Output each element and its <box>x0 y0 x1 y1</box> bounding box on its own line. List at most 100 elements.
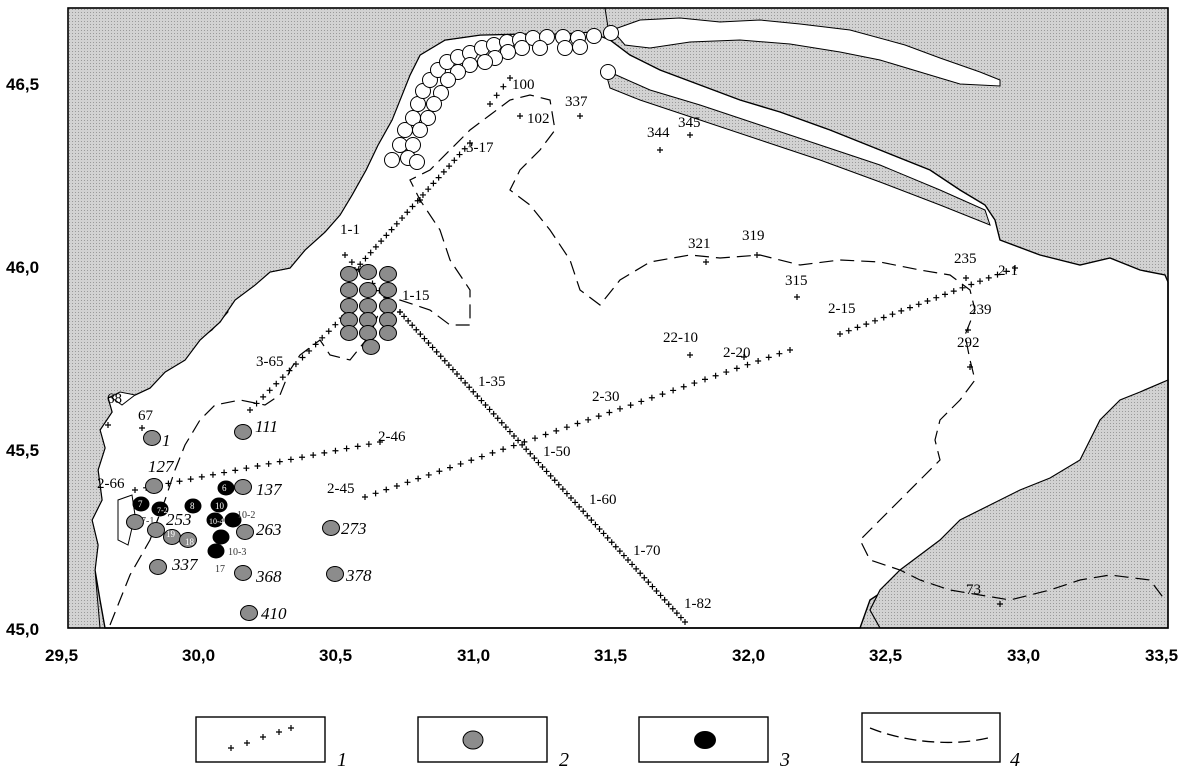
cross-transect-1 <box>612 543 619 550</box>
cross-transect-1 <box>494 415 501 422</box>
cross-transect-2-45 <box>574 420 581 427</box>
legend-item-2: 2 <box>417 716 569 771</box>
grey-station <box>126 514 144 530</box>
label-7-1: 7-1 <box>141 516 154 527</box>
cross-transect-1 <box>535 459 542 466</box>
cross-transect-2-1 <box>942 291 948 298</box>
cross-transect-2-46 <box>254 463 261 469</box>
x-tick-31-5: 31,5 <box>594 646 627 665</box>
cross-single-station <box>741 354 747 360</box>
cross-single-station <box>967 364 973 370</box>
cross-transect-3 <box>446 163 453 170</box>
cross-transect-2-45 <box>362 494 368 500</box>
cross-transect-3 <box>357 261 364 268</box>
grey-station <box>359 325 377 341</box>
legend-black-circle <box>694 731 716 749</box>
cross-transect-1 <box>543 468 550 475</box>
legend-num-3: 3 <box>779 749 790 771</box>
cross-transect-1 <box>633 565 640 572</box>
cross-transect-2-45 <box>765 354 772 361</box>
circle-num-18: 18 <box>185 537 195 547</box>
cross-transect-1 <box>498 419 505 426</box>
cross-transect-2-45 <box>468 457 475 464</box>
cross-transect-2-45 <box>638 398 645 405</box>
cross-transect-2-45 <box>457 460 464 467</box>
label-321: 321 <box>688 236 711 252</box>
cross-single-station <box>657 147 663 153</box>
cross-transect-1 <box>458 375 465 382</box>
label-3-17: 3-17 <box>466 140 494 156</box>
cross-transect-2-1 <box>924 298 931 304</box>
cross-transect-1 <box>559 486 566 493</box>
grey-station <box>143 430 161 446</box>
cross-transect-1 <box>470 388 477 395</box>
cross-transect-2-46 <box>354 443 361 450</box>
cross-transect-1 <box>673 610 680 617</box>
open-circle-station <box>600 64 616 80</box>
circle-num-6: 6 <box>222 483 227 493</box>
cross-cluster-100 <box>500 83 507 90</box>
cross-transect-1 <box>669 605 676 612</box>
grey-station <box>322 520 340 536</box>
cross-transect-1 <box>454 371 460 377</box>
cross-transect-3 <box>440 168 447 175</box>
grey-station <box>234 479 252 495</box>
dnieper-liman <box>611 17 1001 87</box>
cross-transect-1 <box>637 570 644 577</box>
cross-transect-3-65 <box>260 393 267 400</box>
cross-transect-1 <box>596 526 603 532</box>
open-circle-station <box>557 40 573 56</box>
label-22-10: 22-10 <box>663 330 698 346</box>
cross-transect-3 <box>467 140 473 146</box>
cross-transect-2-1 <box>907 304 913 311</box>
open-circle-station <box>514 40 530 56</box>
cross-transect-2-45 <box>542 431 549 438</box>
x-tick-29-5: 29,5 <box>45 646 78 665</box>
open-circle-station <box>384 152 400 168</box>
grey-station <box>234 424 252 440</box>
grey-station <box>379 325 397 341</box>
cross-transect-1 <box>580 508 587 515</box>
black-station <box>184 498 202 514</box>
cross-transect-1 <box>677 614 684 621</box>
legend-grey-circle <box>462 730 484 750</box>
cross-transect-1 <box>620 552 627 559</box>
cross-transect-1 <box>653 588 660 594</box>
cross-transect-2-1 <box>977 278 983 285</box>
cross-transect-1 <box>433 348 440 355</box>
cross-transect-1 <box>604 534 611 541</box>
station-labels: 100 102 337 344 345 3-17 1-1 1-15 321 31… <box>97 77 1018 623</box>
label-235: 235 <box>954 251 977 267</box>
label-3-65: 3-65 <box>256 354 284 370</box>
cross-cluster-100 <box>487 101 493 107</box>
cross-transect-2-45 <box>415 475 422 482</box>
western-coast-strip <box>67 7 611 629</box>
legend-num-4: 4 <box>1010 749 1020 771</box>
cross-cluster-100 <box>493 92 500 99</box>
y-tick-46-0: 46,0 <box>6 258 39 277</box>
cross-transect-1 <box>572 499 579 506</box>
open-circle-station <box>412 122 428 138</box>
label-102: 102 <box>527 111 550 127</box>
cross-transect-2-45 <box>606 409 613 416</box>
cross-transect-3 <box>409 203 416 210</box>
y-axis-ticks: 45,0 45,5 46,0 46,5 <box>6 75 39 639</box>
cross-transect-3-65 <box>273 380 280 387</box>
label-100: 100 <box>512 77 535 93</box>
black-station <box>224 512 242 528</box>
cross-transect-1 <box>413 326 420 333</box>
cross-transect-3 <box>362 255 369 262</box>
cross-transect-1 <box>397 309 403 315</box>
open-circle-station <box>572 39 588 55</box>
cross-transect-3-65 <box>253 400 260 407</box>
grey-station <box>149 559 167 575</box>
grey-station-markers <box>126 264 397 621</box>
cross-single-station <box>997 601 1003 607</box>
cross-transect-1 <box>478 397 485 404</box>
cross-transect-2-45 <box>500 446 507 453</box>
label-1-15: 1-15 <box>402 288 430 304</box>
cross-transect-1 <box>527 450 534 457</box>
cross-transect-3 <box>383 232 390 239</box>
cross-transect-3 <box>425 186 432 193</box>
cross-transect-2-45 <box>712 372 719 379</box>
